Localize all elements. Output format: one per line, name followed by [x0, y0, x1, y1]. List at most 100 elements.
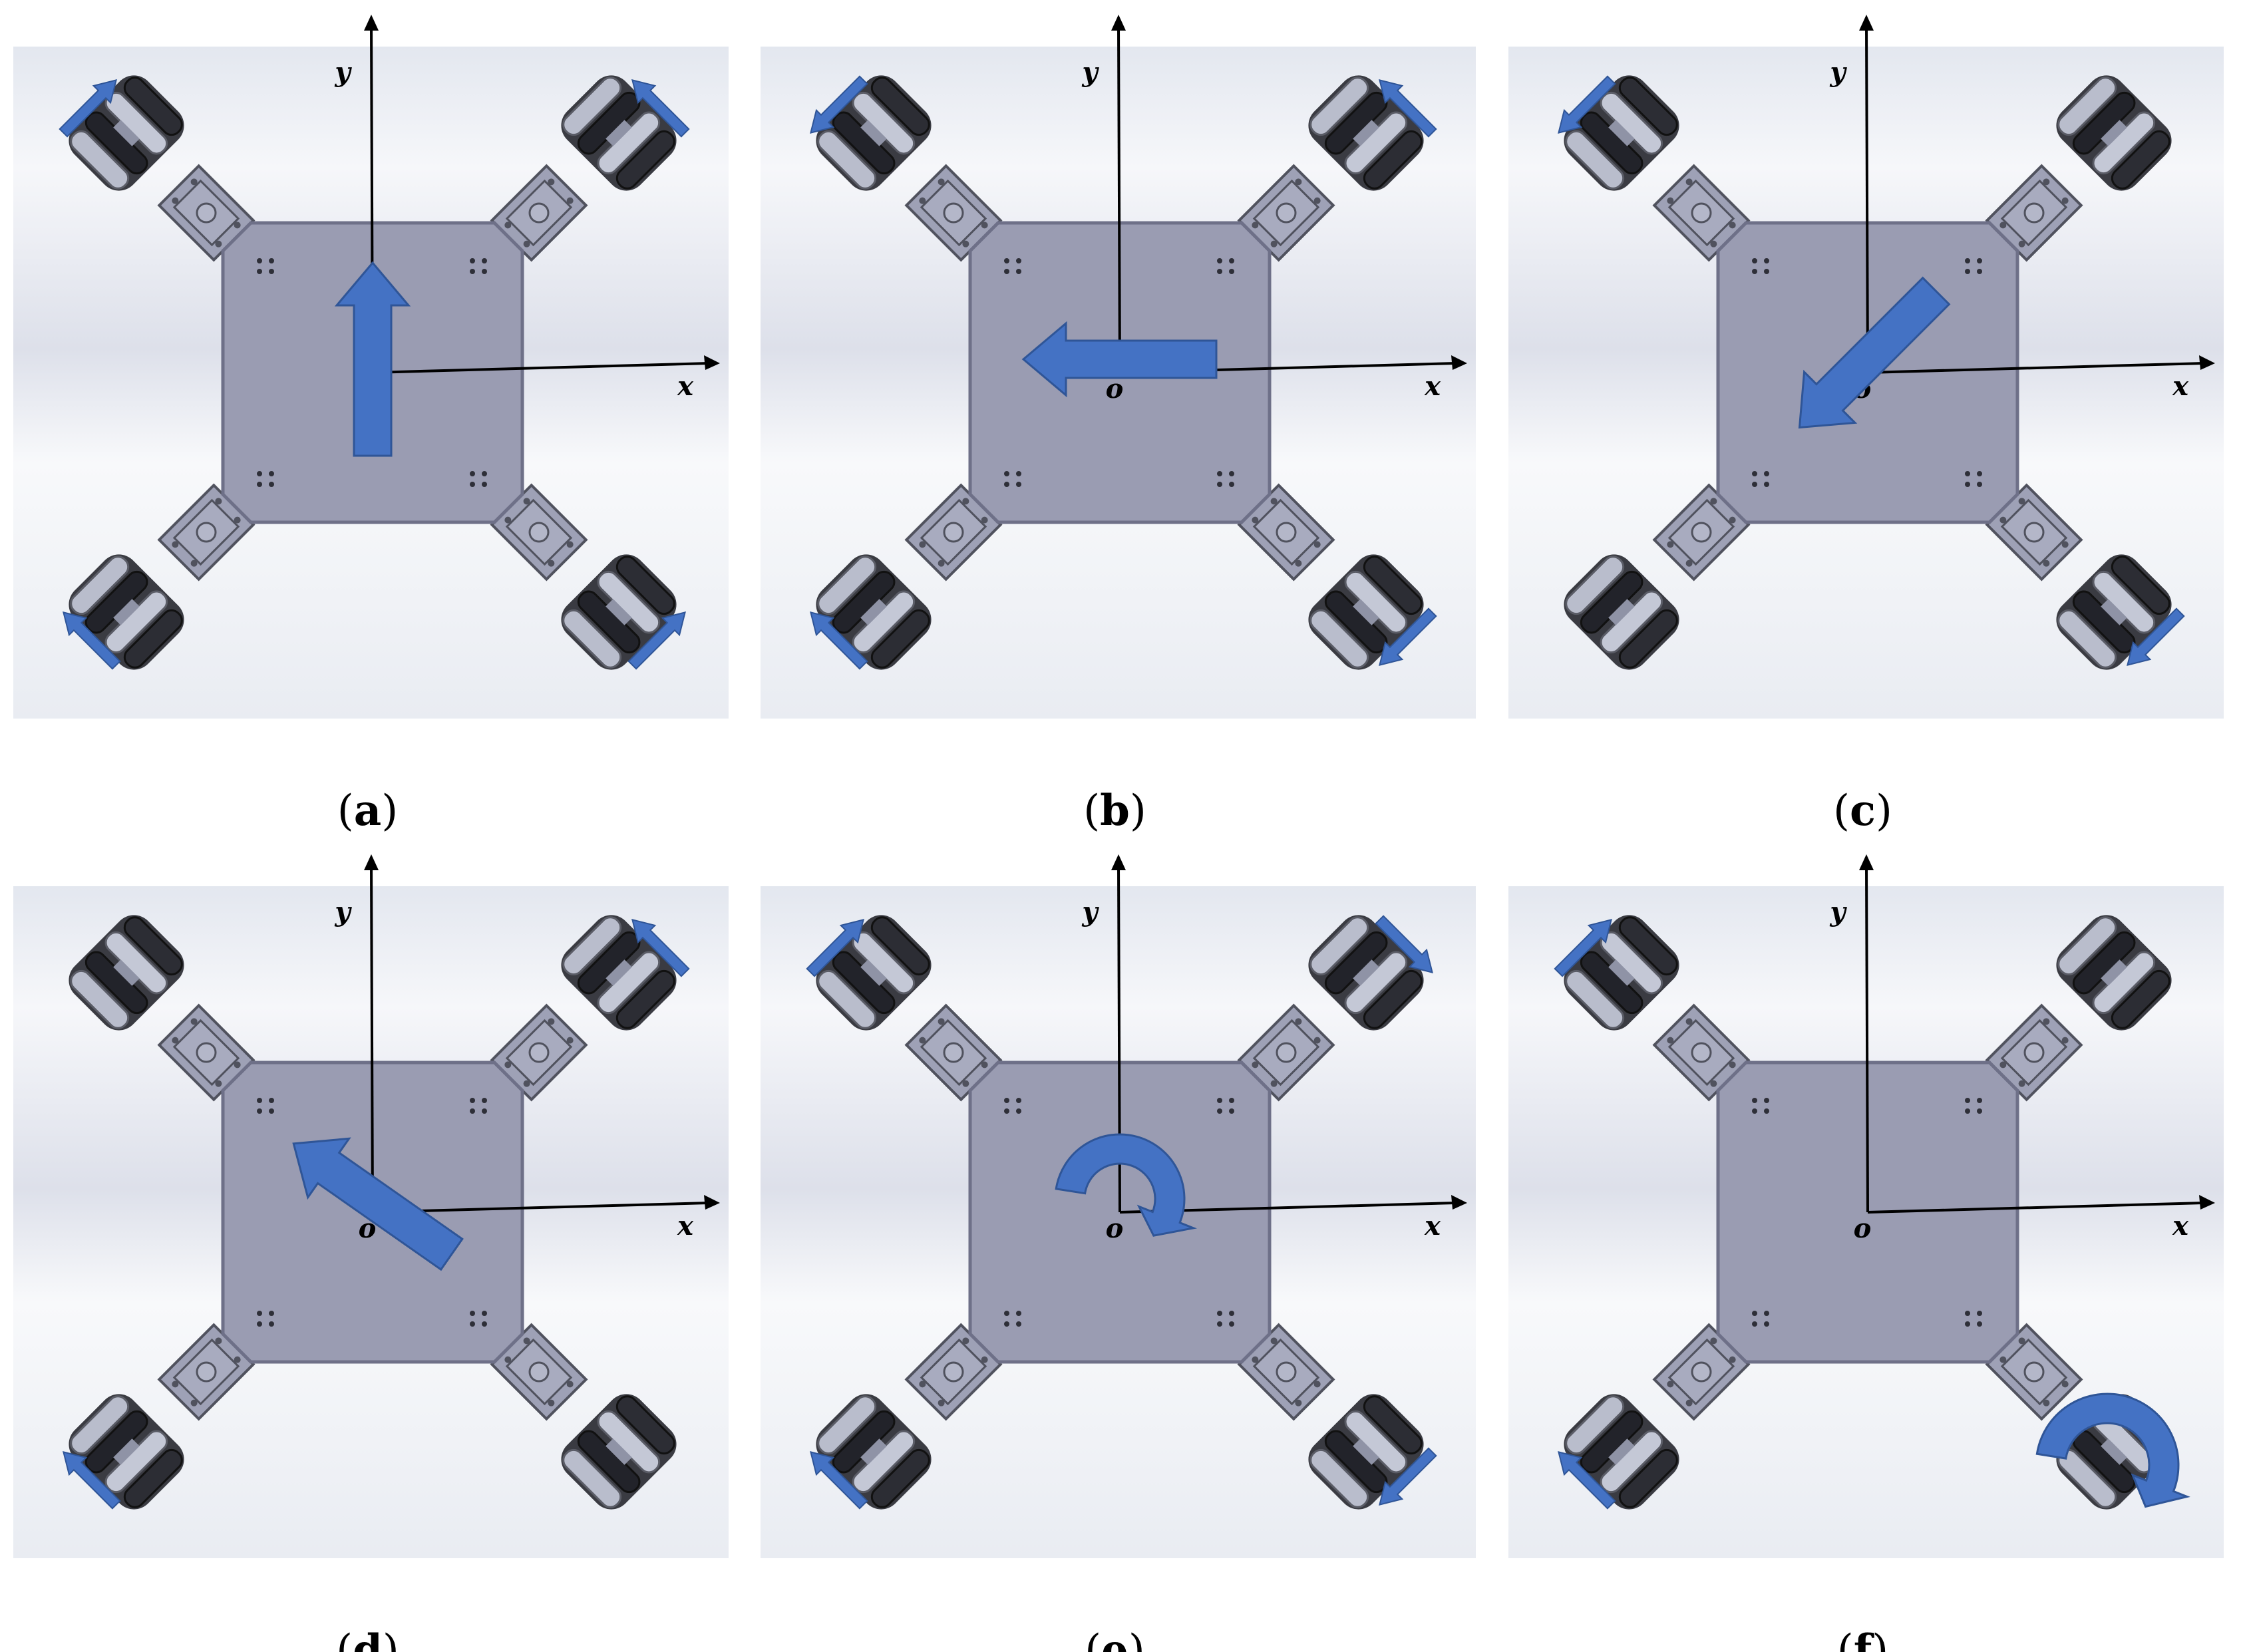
wheel-arrow-front-left [1558, 75, 1616, 134]
y-axis-line [1865, 866, 1869, 1213]
caption-open-paren: ( [1837, 1626, 1854, 1652]
mounting-holes [257, 258, 487, 487]
y-axis-label: y [334, 896, 352, 927]
motion-arrow [1021, 321, 1218, 398]
coordinate-axes: o x y [1829, 854, 2215, 1244]
wheel-arrow-front-right [631, 919, 690, 977]
x-axis-label: x [677, 371, 694, 402]
wheel-arrow-front-left [810, 75, 868, 134]
wheel-arrows [1554, 919, 1616, 1510]
y-axis-arrowhead [364, 15, 379, 31]
wheel-arrow-rear-right [1379, 1447, 1437, 1506]
panel-c: oxy [1508, 15, 2224, 719]
x-axis-line [372, 1202, 709, 1214]
wheel-arrow-front-right [1375, 915, 1433, 973]
y-axis-line [370, 866, 374, 1213]
caption-letter: f [1854, 1625, 1874, 1652]
panel-caption-f: (f) [1837, 1625, 1888, 1652]
caption-open-paren: ( [1833, 786, 1850, 836]
x-axis-label: x [1424, 371, 1441, 402]
wheel-arrows [63, 919, 690, 1510]
caption-close-paren: ) [381, 786, 398, 836]
motion-arrow [334, 261, 411, 457]
x-axis-line [1867, 1202, 2204, 1214]
rotation-arrow [2035, 1393, 2190, 1508]
rotation-arrow [1055, 1133, 1198, 1237]
panel-caption-c: (c) [1833, 786, 1892, 836]
y-axis-label: y [334, 57, 352, 88]
caption-close-paren: ) [1872, 1626, 1888, 1652]
caption-letter: b [1100, 786, 1130, 836]
x-axis-arrowhead [2199, 1195, 2215, 1210]
wheel-arrow-front-left [59, 79, 117, 138]
wheel-arrow-front-right [1379, 79, 1437, 138]
y-axis-label: y [1081, 896, 1099, 927]
x-axis-arrowhead [704, 1195, 720, 1210]
panel-caption-a: (a) [337, 786, 398, 836]
y-axis-arrowhead [1859, 854, 1874, 870]
wheel-arrow-front-right [631, 79, 690, 138]
origin-label: o [1854, 1213, 1872, 1244]
caption-close-paren: ) [1128, 1626, 1145, 1652]
panel-caption-d: (d) [336, 1625, 399, 1652]
y-axis-label: y [1829, 57, 1847, 88]
wheel-arrows [59, 79, 690, 670]
wheel-arrows [1558, 75, 2185, 666]
wheel-arrow-rear-left [63, 1451, 121, 1510]
mounting-holes [1752, 1098, 1982, 1327]
wheel-arrows [806, 915, 1437, 1510]
wheel-arrows [810, 75, 1437, 670]
panel-caption-e: (e) [1085, 1625, 1145, 1652]
mounting-holes [1752, 258, 1982, 487]
motion-arrow [292, 1137, 464, 1271]
caption-letter: c [1850, 786, 1876, 836]
caption-close-paren: ) [383, 1626, 399, 1652]
wheel-arrow-rear-left [1558, 1451, 1616, 1510]
y-axis-label: y [1829, 896, 1847, 927]
x-axis-arrowhead [704, 355, 720, 370]
x-axis-label: x [677, 1210, 694, 1241]
y-axis-arrowhead [1859, 15, 1874, 31]
caption-open-paren: ( [1085, 1626, 1101, 1652]
caption-open-paren: ( [1083, 786, 1100, 836]
caption-letter: e [1101, 1625, 1128, 1652]
wheel-arrow-rear-left [810, 1451, 868, 1510]
x-axis-line [1867, 362, 2204, 374]
y-axis-label: y [1081, 57, 1099, 88]
x-axis-label: x [2172, 371, 2189, 402]
panel-caption-b: (b) [1083, 786, 1146, 836]
caption-open-paren: ( [336, 1626, 353, 1652]
x-axis-line [372, 362, 709, 374]
wheel-arrow-front-left [1554, 919, 1612, 977]
panel-f: o x y [1508, 854, 2224, 1558]
y-axis-line [1117, 26, 1121, 373]
panel-a: oxy [13, 15, 729, 719]
caption-letter: d [353, 1625, 383, 1652]
caption-close-paren: ) [1876, 786, 1892, 836]
y-axis-arrowhead [1111, 854, 1126, 870]
x-axis-arrowhead [1451, 355, 1467, 370]
mounting-holes [257, 1098, 487, 1327]
wheel-arrow-rear-left [63, 611, 121, 670]
y-axis-arrowhead [1111, 15, 1126, 31]
x-axis-arrowhead [2199, 355, 2215, 370]
y-axis-line [1865, 26, 1869, 373]
x-axis-label: x [2172, 1210, 2189, 1241]
wheel-arrow-front-left [806, 919, 864, 977]
mounting-holes [1004, 1098, 1234, 1327]
caption-open-paren: ( [337, 786, 354, 836]
x-axis-arrowhead [1451, 1195, 1467, 1210]
origin-label: o [1106, 1213, 1124, 1244]
mounting-holes [1004, 258, 1234, 487]
caption-letter: a [354, 786, 381, 836]
y-axis-arrowhead [364, 854, 379, 870]
caption-close-paren: ) [1130, 786, 1146, 836]
wheel-arrow-rear-right [1379, 607, 1437, 666]
wheel-arrow-rear-right [2127, 607, 2185, 666]
